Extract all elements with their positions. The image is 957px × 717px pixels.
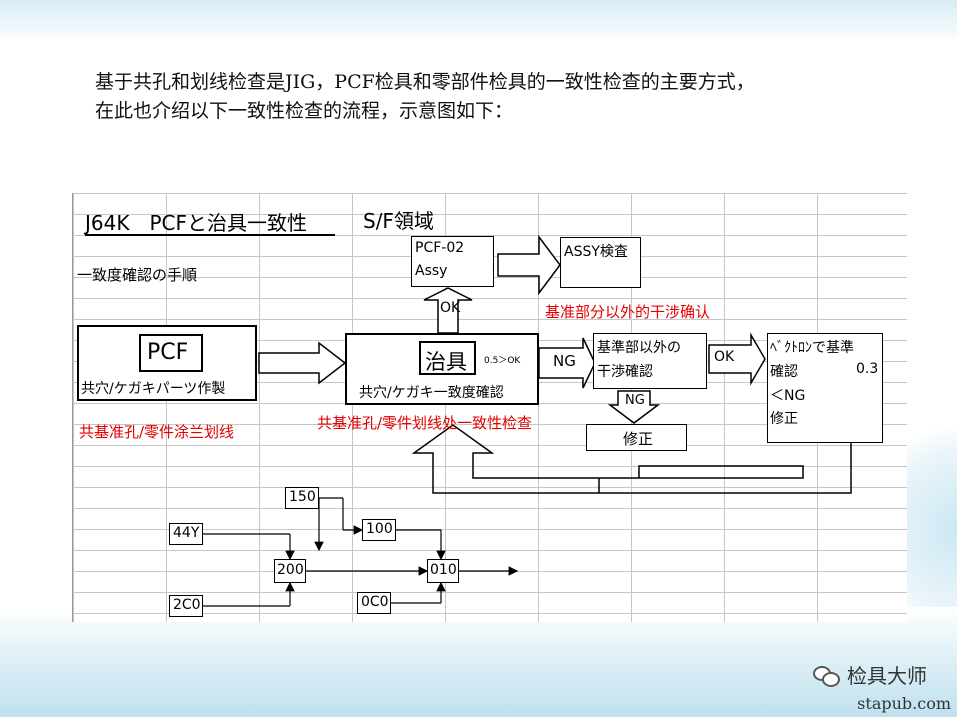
intro-line-2: 在此也介绍以下一致性检查的流程，示意图如下： bbox=[95, 100, 514, 122]
node-150: 150 bbox=[285, 487, 319, 509]
jig-sub-label: 共穴/ケガキ一致度確認 bbox=[359, 385, 504, 401]
ng-down-label: NG bbox=[625, 393, 645, 408]
ng-right-label: NG bbox=[553, 352, 576, 370]
feedback-loop-arrow bbox=[411, 424, 852, 494]
node-2c0-label: 2C0 bbox=[173, 597, 201, 613]
arrow-ok-up bbox=[423, 287, 473, 334]
jig-main-label: 治具 bbox=[425, 350, 467, 374]
node-150-label: 150 bbox=[289, 489, 316, 505]
node-200-label: 200 bbox=[277, 562, 304, 578]
watermark-brand: 检具大师 bbox=[813, 660, 927, 689]
vector-tolerance: 0.3 bbox=[856, 361, 879, 377]
vector-check-box: ﾍﾞｸﾄﾛﾝで基準 確認 0.3 ＜NG 修正 bbox=[767, 333, 883, 443]
vector-line2: 確認 bbox=[770, 364, 798, 380]
fix-box: 修正 bbox=[586, 424, 687, 451]
top-decoration bbox=[0, 0, 957, 42]
vector-line1: ﾍﾞｸﾄﾛﾝで基準 bbox=[770, 340, 854, 356]
interference-line2: 干渉確認 bbox=[597, 364, 653, 380]
pcf-sub-label: 共穴/ケガキパーツ作製 bbox=[81, 381, 226, 397]
arrow-pcf-to-jig bbox=[258, 341, 347, 385]
node-100-label: 100 bbox=[366, 521, 393, 537]
diagram-title: J64K PCFと治具一致性 bbox=[85, 211, 307, 235]
arrow-ok-right bbox=[708, 332, 766, 386]
pcf-main-label: PCF bbox=[147, 340, 189, 365]
jig-box: 治具 0.5＞OK 共穴/ケガキ一致度確認 bbox=[345, 333, 539, 405]
node-010: 010 bbox=[427, 559, 459, 583]
assy-inspect-label: ASSY検査 bbox=[564, 244, 628, 260]
pcf-inner-box: PCF bbox=[139, 334, 203, 372]
wave-decoration-bottom bbox=[0, 607, 957, 717]
flowchart-sheet: J64K PCFと治具一致性 S/F領域 一致度確認の手順 PCF-02 Ass… bbox=[72, 193, 907, 622]
pcf02-assy-label: Assy bbox=[415, 263, 448, 279]
arrow-pcf02-to-assy bbox=[497, 234, 561, 296]
assy-inspect-box: ASSY検査 bbox=[560, 237, 641, 288]
connector-layer bbox=[85, 234, 852, 607]
intro-text: 基于共孔和划线检查是JIG，PCF检具和零部件检具的一致性检查的主要方式， 在此… bbox=[95, 68, 915, 126]
node-0c0: 0C0 bbox=[357, 592, 391, 614]
pcf-box: PCF 共穴/ケガキパーツ作製 bbox=[77, 325, 257, 401]
pcf02-box: PCF-02 Assy bbox=[411, 236, 494, 287]
fix-label: 修正 bbox=[623, 430, 654, 448]
node-200: 200 bbox=[274, 559, 306, 583]
interference-box: 基準部以外の 干渉確認 bbox=[593, 333, 707, 389]
intro-line-1: 基于共孔和划线检查是JIG，PCF检具和零部件检具的一致性检查的主要方式， bbox=[95, 71, 755, 93]
node-0c0-label: 0C0 bbox=[361, 594, 389, 610]
jig-inner-box: 治具 bbox=[419, 341, 476, 375]
vector-line4: 修正 bbox=[770, 411, 798, 427]
jig-red-label: 共基准孔/零件划线处一致性检查 bbox=[317, 414, 533, 432]
jig-ratio-label: 0.5＞OK bbox=[484, 356, 521, 366]
ok-up-label: OK bbox=[440, 300, 461, 316]
node-2c0: 2C0 bbox=[169, 595, 203, 617]
watermark-brand-text: 检具大师 bbox=[847, 664, 927, 688]
wechat-icon bbox=[813, 664, 841, 687]
pcf-red-label: 共基准孔/零件涂兰划线 bbox=[79, 423, 235, 441]
arrow-ng-right bbox=[538, 337, 596, 389]
node-44y: 44Y bbox=[169, 523, 203, 545]
sf-title: S/F領域 bbox=[363, 209, 434, 233]
ok-right-label: OK bbox=[714, 349, 735, 365]
procedure-label: 一致度確認の手順 bbox=[77, 266, 198, 284]
watermark-url: stapub.com bbox=[857, 694, 951, 713]
vector-line3: ＜NG bbox=[770, 388, 806, 404]
node-010-label: 010 bbox=[430, 562, 457, 578]
node-44y-label: 44Y bbox=[173, 525, 200, 541]
arrow-ng-down bbox=[607, 390, 661, 424]
interference-line1: 基準部以外の bbox=[597, 340, 681, 356]
interference-red-label: 基准部分以外的干涉确认 bbox=[545, 303, 711, 321]
pcf02-label: PCF-02 bbox=[415, 240, 465, 256]
node-100: 100 bbox=[362, 519, 396, 541]
